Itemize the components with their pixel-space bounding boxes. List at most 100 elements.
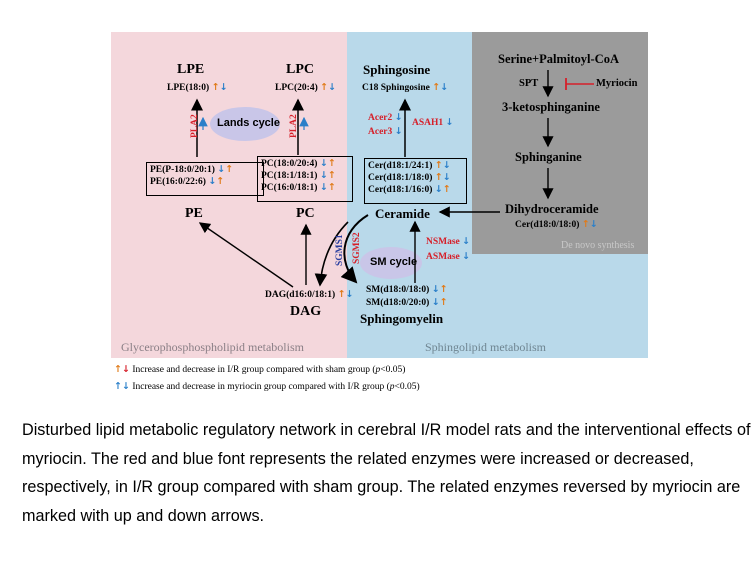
decrease-arrow-icon: ↓ (217, 164, 226, 175)
denovo-panel (472, 32, 648, 254)
increase-arrow-icon: ↑ (320, 82, 329, 93)
increase-arrow-icon: ↑ (327, 170, 336, 181)
acer2-text: Acer2 (368, 113, 393, 123)
increase-arrow-icon: ↑ (327, 182, 336, 193)
decrease-arrow-icon: ↓ (219, 82, 228, 93)
legend-text-2: Increase and decrease in myriocin group … (132, 382, 390, 392)
lpc-item-label: LPC(20:4) (275, 83, 318, 93)
sphingosine-item-label: C18 Sphingosine (362, 83, 430, 93)
pe-row: PE(16:0/22:6) ↓↑ (150, 176, 260, 188)
decrease-arrow-icon: ↓ (462, 251, 471, 262)
dihydroceramide-item: Cer(d18:0/18:0) ↑↓ (515, 219, 598, 230)
increase-arrow-icon: ↑ (439, 284, 448, 295)
decrease-arrow-icon: ↓ (589, 219, 598, 230)
sphinganine-label: Sphinganine (515, 150, 582, 164)
spt-label: SPT (519, 78, 539, 89)
dihydroceramide-item-label: Cer(d18:0/18:0) (515, 220, 580, 230)
decrease-arrow-icon: ↓ (394, 112, 403, 123)
decrease-arrow-icon: ↓ (319, 158, 328, 169)
pe-label: PE (185, 206, 203, 221)
lpc-item: LPC(20:4) ↑↓ (275, 82, 336, 93)
sgms2-label: SGMS2 (352, 232, 362, 264)
nsmase-label: NSMase ↓ (426, 236, 470, 247)
sphingosine-item: C18 Sphingosine ↑↓ (362, 82, 448, 93)
cer-row-label: Cer(d18:1/24:1) (368, 161, 433, 171)
ketosphinganine-label: 3-ketosphinganine (502, 100, 600, 114)
nsmase-text: NSMase (426, 237, 460, 247)
increase-arrow-icon: ↑ (432, 82, 441, 93)
sm-cycle-ellipse (360, 247, 422, 279)
decrease-arrow-icon: ↓ (440, 82, 449, 93)
glycero-panel-label: Glycerophosphospholipid metabolism (121, 340, 304, 354)
decrease-arrow-icon: ↓ (394, 126, 403, 137)
decrease-arrow-icon: ↓ (431, 284, 440, 295)
increase-arrow-icon: ↑ (439, 297, 448, 308)
pe-species-box: PE(P-18:0/20:1) ↓↑ PE(16:0/22:6) ↓↑ (146, 162, 264, 196)
decrease-arrow-icon: ↓ (442, 172, 451, 183)
pc-row: PC(16:0/18:1) ↓↑ (261, 182, 349, 194)
asmase-label: ASMase ↓ (426, 251, 470, 262)
legend-p-2: p (389, 382, 395, 392)
legend-p-1: p (375, 365, 381, 375)
sm-item-label: SM(d18:0/18:0) (366, 285, 430, 295)
increase-arrow-icon: ↑ (442, 184, 451, 195)
sm-item-1: SM(d18:0/18:0) ↓↑ (366, 284, 448, 295)
increase-arrow-icon: ↑ (337, 289, 346, 300)
pc-species-box: PC(18:0/20:4) ↓↑ PC(18:1/18:1) ↓↑ PC(16:… (257, 156, 353, 202)
cer-row-label: Cer(d18:1/16:0) (368, 185, 433, 195)
sphingomyelin-label: Sphingomyelin (360, 311, 444, 326)
acer2-label: Acer2 ↓ (368, 112, 403, 123)
pc-label: PC (296, 206, 315, 221)
pc-row-label: PC(16:0/18:1) (261, 183, 318, 193)
pc-row: PC(18:0/20:4) ↓↑ (261, 158, 349, 170)
increase-arrow-icon: ↑ (225, 164, 234, 175)
increase-arrow-icon: ↑ (114, 381, 122, 392)
figure-caption: Disturbed lipid metabolic regulatory net… (22, 421, 751, 525)
increase-arrow-icon: ↑ (434, 160, 443, 171)
sm-item-2: SM(d18:0/20:0) ↓↑ (366, 297, 448, 308)
decrease-arrow-icon: ↓ (434, 184, 443, 195)
decrease-arrow-icon: ↓ (121, 364, 130, 375)
dihydroceramide-label: Dihydroceramide (505, 202, 599, 216)
ceramide-species-box: Cer(d18:1/24:1) ↑↓ Cer(d18:1/18:0) ↑↓ Ce… (364, 158, 467, 204)
pe-row-label: PE(P-18:0/20:1) (150, 165, 215, 175)
dag-item-label: DAG(d16:0/18:1) (265, 290, 336, 300)
increase-arrow-icon: ↑ (114, 364, 122, 375)
sm-cycle-label: SM cycle (370, 256, 418, 268)
sgms1-label: SGMS1 (335, 234, 345, 266)
cer-row-label: Cer(d18:1/18:0) (368, 173, 433, 183)
lpe-title: LPE (177, 62, 205, 77)
dag-label: DAG (290, 304, 322, 319)
legend-end-2: <0.05) (394, 382, 420, 392)
pe-row: PE(P-18:0/20:1) ↓↑ (150, 164, 260, 176)
acer3-text: Acer3 (368, 127, 393, 137)
cer-row: Cer(d18:1/16:0) ↓↑ (368, 184, 463, 196)
pla2-right-label: PLA2 (289, 114, 299, 138)
increase-arrow-icon: ↑ (434, 172, 443, 183)
lpc-title: LPC (286, 62, 314, 77)
dag-item: DAG(d16:0/18:1) ↑↓ (265, 289, 354, 300)
legend-end-1: <0.05) (380, 365, 406, 375)
ceramide-label: Ceramide (375, 206, 430, 221)
pc-row: PC(18:1/18:1) ↓↑ (261, 170, 349, 182)
denovo-panel-label: De novo synthesis (561, 240, 635, 251)
decrease-arrow-icon: ↓ (319, 182, 328, 193)
legend-row-1: ↑↓ Increase and decrease in I/R group co… (114, 364, 405, 375)
pc-row-label: PC(18:0/20:4) (261, 159, 318, 169)
sm-item-label: SM(d18:0/20:0) (366, 298, 430, 308)
pla2-left-label: PLA2 (190, 114, 200, 138)
lpe-item: LPE(18:0) ↑↓ (167, 82, 228, 93)
asah1-text: ASAH1 (412, 118, 444, 128)
decrease-arrow-icon: ↓ (462, 236, 471, 247)
serine-label: Serine+Palmitoyl-CoA (498, 52, 619, 66)
lands-cycle-label: Lands cycle (217, 117, 280, 129)
increase-arrow-icon: ↑ (211, 82, 220, 93)
increase-arrow-icon: ↑ (327, 158, 336, 169)
cer-row: Cer(d18:1/18:0) ↑↓ (368, 172, 463, 184)
cer-row: Cer(d18:1/24:1) ↑↓ (368, 160, 463, 172)
lands-cycle-ellipse (210, 107, 280, 141)
myriocin-label: Myriocin (596, 78, 638, 89)
legend-row-2: ↑↓ Increase and decrease in myriocin gro… (114, 381, 420, 392)
sphingo-panel-label: Sphingolipid metabolism (425, 340, 547, 354)
